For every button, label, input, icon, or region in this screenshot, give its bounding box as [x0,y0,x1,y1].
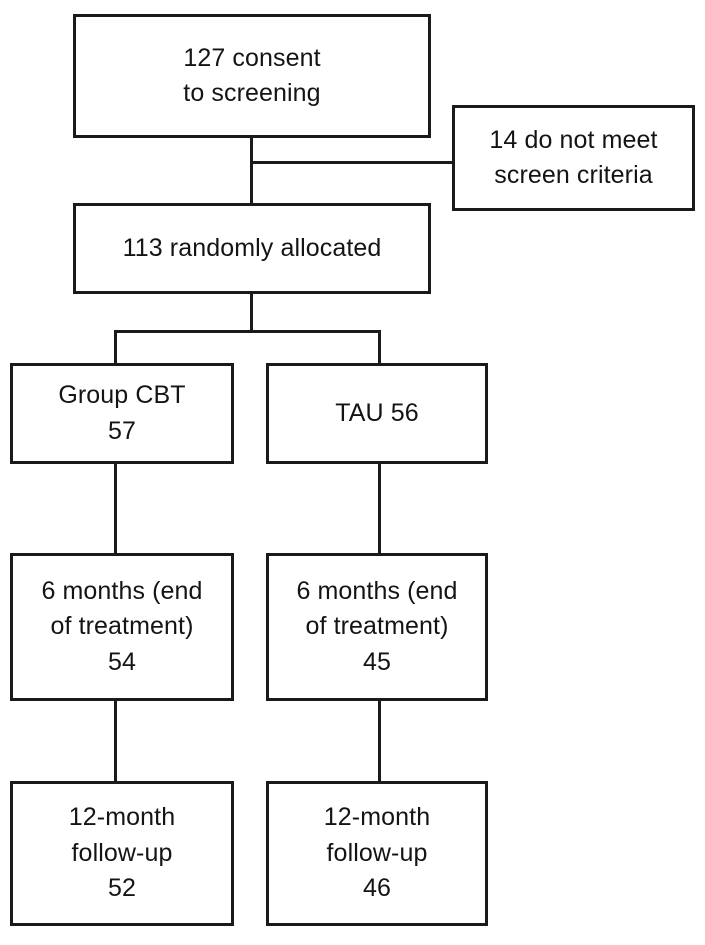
tau-6-month-label: 6 months (end of treatment) 45 [296,576,458,676]
group-cbt-arm-label: Group CBT 57 [58,381,186,445]
connector-tau-6-month-to-12-month [378,700,381,782]
connector-split-to-tau [378,330,381,365]
randomly-allocated-box[interactable]: 113 randomly allocated [73,203,431,294]
tau-12-month-label: 12-month follow-up 46 [323,803,431,903]
group-cbt-12-month-label: 12-month follow-up 52 [68,803,176,903]
connector-consent-to-allocated [250,137,253,205]
screen-failure-label: 14 do not meet screen criteria [489,125,658,190]
group-cbt-6-month-box[interactable]: 6 months (end of treatment) 54 [10,553,234,701]
consent-to-screening-label: 127 consent to screening [183,43,321,108]
connector-split-bar [114,330,381,333]
tau-6-month-box[interactable]: 6 months (end of treatment) 45 [266,553,488,701]
connector-cbt-to-6-month [114,463,117,555]
group-cbt-12-month-box[interactable]: 12-month follow-up 52 [10,781,234,926]
consent-to-screening-box[interactable]: 127 consent to screening [73,14,431,138]
randomly-allocated-label: 113 randomly allocated [122,233,382,262]
connector-allocated-to-excluded [250,161,454,164]
group-cbt-arm-box[interactable]: Group CBT 57 [10,363,234,464]
connector-split-to-cbt [114,330,117,365]
tau-arm-box[interactable]: TAU 56 [266,363,488,464]
tau-12-month-box[interactable]: 12-month follow-up 46 [266,781,488,926]
connector-allocated-to-split [250,293,253,333]
connector-tau-to-6-month [378,463,381,555]
group-cbt-6-month-label: 6 months (end of treatment) 54 [41,576,203,676]
connector-cbt-6-month-to-12-month [114,700,117,782]
tau-arm-label: TAU 56 [335,398,419,427]
screen-failure-box[interactable]: 14 do not meet screen criteria [452,105,695,211]
